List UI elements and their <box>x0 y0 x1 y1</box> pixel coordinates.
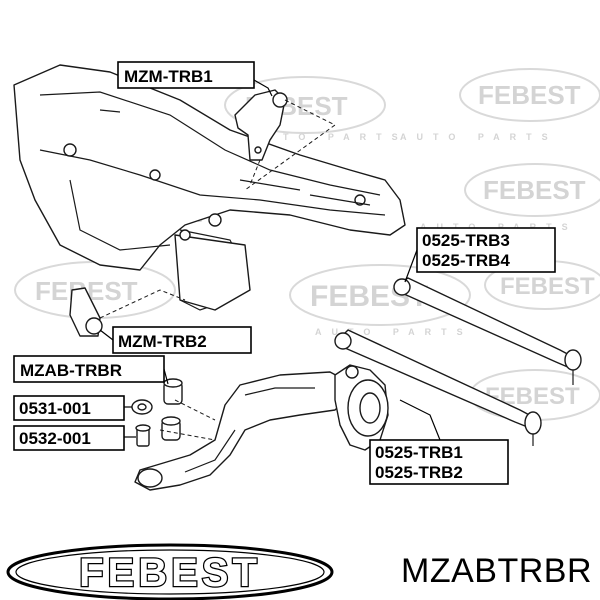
label-mzm-trb1-text: MZM-TRB1 <box>124 67 213 86</box>
label-0531-001-text: 0531-001 <box>19 399 91 418</box>
washer-0531-001 <box>131 399 153 415</box>
label-mzm-trb1: MZM-TRB1 <box>117 61 273 97</box>
label-0525-trb4-text: 0525-TRB4 <box>422 251 510 270</box>
bushing-mzab-trbr <box>163 378 183 405</box>
label-0525-trb3-trb4: 0525-TRB3 0525-TRB4 <box>404 227 556 283</box>
label-0532-001: 0532-001 <box>13 425 136 451</box>
febest-logo-text: FEBEST <box>79 551 261 595</box>
watermark-subtext: AUTO PARTS <box>420 222 578 232</box>
watermark-text: FEBEST <box>483 175 586 205</box>
label-mzab-trbr: MZAB-TRBR <box>13 355 169 385</box>
link-upper <box>393 277 582 385</box>
watermark-text: FEBEST <box>478 80 581 110</box>
label-0531-001: 0531-001 <box>13 395 132 421</box>
watermark-text: FEBEST <box>500 273 595 300</box>
watermark-subtext: AUTO PARTS <box>250 132 408 142</box>
part-code: MZABTRBR <box>401 552 592 590</box>
watermark-1: FEBEST <box>459 68 600 122</box>
label-mzm-trb2-text: MZM-TRB2 <box>118 332 207 351</box>
watermark-subtext: AUTO PARTS <box>315 327 473 337</box>
subframe <box>13 64 406 311</box>
link-lower <box>334 329 542 446</box>
label-mzm-trb2: MZM-TRB2 <box>99 326 252 354</box>
watermark-2: FEBEST <box>464 163 600 217</box>
lower-control-arm <box>134 371 351 491</box>
bracket-lower <box>69 287 186 337</box>
label-0525-trb1-text: 0525-TRB1 <box>375 443 463 462</box>
label-0532-001-text: 0532-001 <box>19 429 91 448</box>
label-0525-trb1-trb2: 0525-TRB1 0525-TRB2 <box>369 399 509 485</box>
knuckle <box>334 364 389 451</box>
bracket-upper <box>234 89 336 191</box>
febest-logo: FEBEST <box>6 543 334 600</box>
label-0525-trb2-text: 0525-TRB2 <box>375 463 463 482</box>
label-0525-trb3-text: 0525-TRB3 <box>422 231 510 250</box>
watermark-subtext: AUTO PARTS <box>400 132 558 142</box>
bolt-0532-001 <box>135 416 181 447</box>
label-mzab-trbr-text: MZAB-TRBR <box>20 361 122 380</box>
